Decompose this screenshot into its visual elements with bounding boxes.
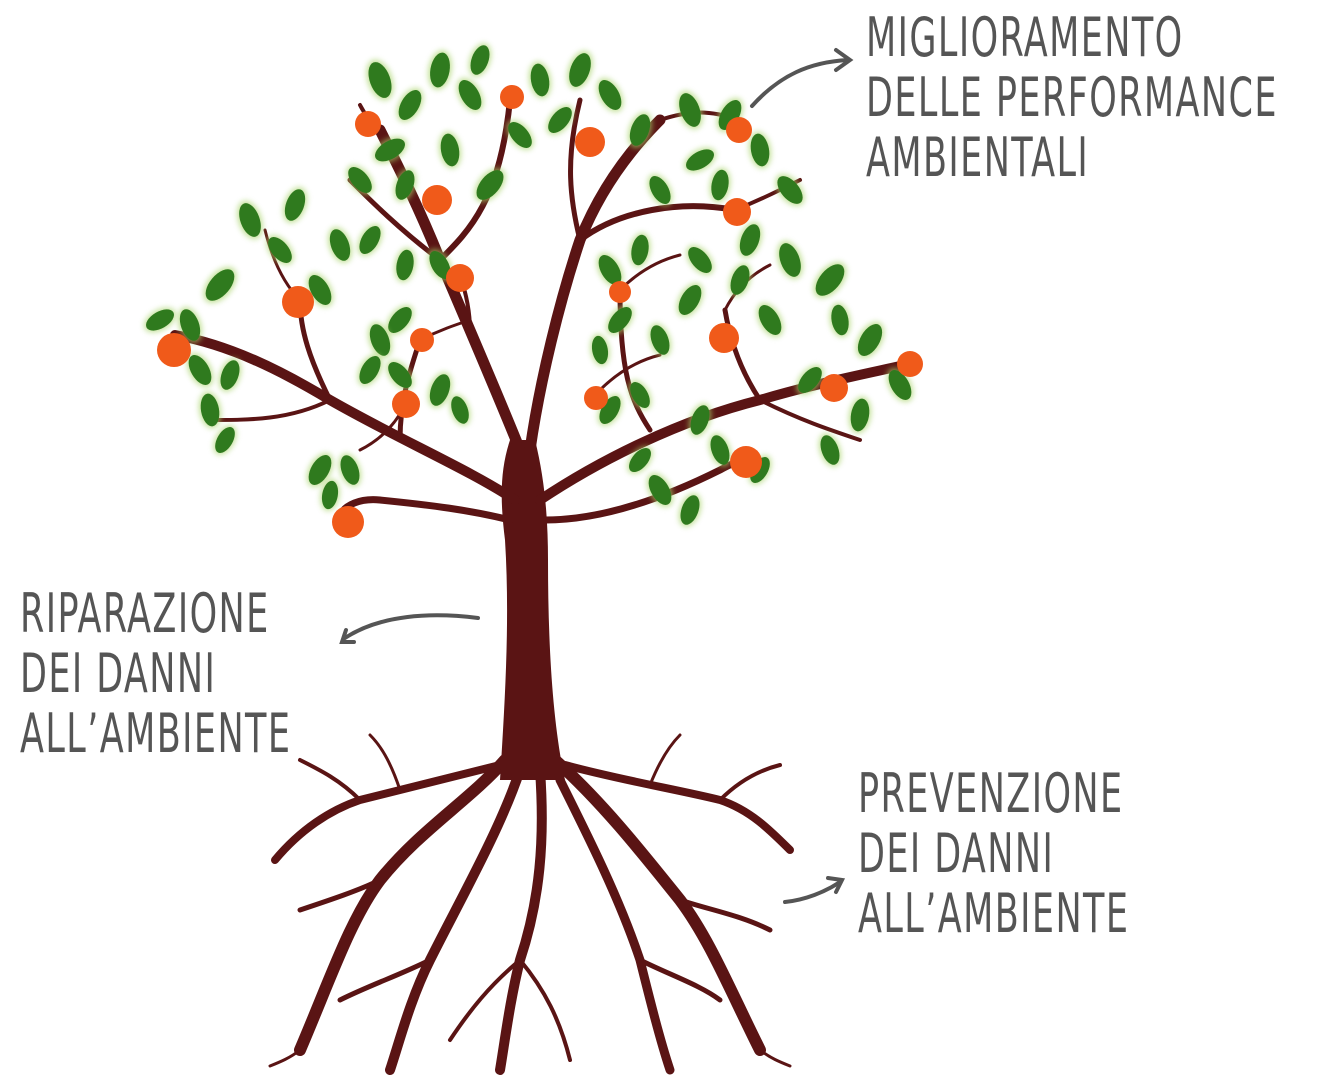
leaf bbox=[197, 261, 243, 309]
leaf bbox=[725, 260, 756, 300]
fruit bbox=[709, 323, 739, 353]
leaf bbox=[526, 60, 554, 100]
label-top-line3: AMBIENTALI bbox=[866, 128, 1278, 188]
fruit bbox=[730, 446, 762, 478]
leaf bbox=[645, 320, 676, 360]
fruit bbox=[584, 386, 608, 410]
leaf bbox=[446, 392, 475, 429]
fruit bbox=[410, 328, 434, 352]
leaf bbox=[468, 162, 511, 207]
leaf bbox=[436, 130, 464, 170]
label-damage-prevention: PREVENZIONE DEI DANNI ALL’AMBIENTE bbox=[858, 764, 1129, 944]
leaf bbox=[627, 231, 653, 269]
label-environmental-performance: MIGLIORAMENTO DELLE PERFORMANCE AMBIENTA… bbox=[866, 8, 1278, 188]
leaf bbox=[368, 131, 411, 168]
leaf bbox=[680, 143, 720, 178]
leaf bbox=[341, 160, 379, 200]
leaf bbox=[353, 220, 388, 260]
label-damage-repair: RIPARAZIONE DEI DANNI ALL’AMBIENTE bbox=[20, 584, 291, 764]
leaf bbox=[451, 73, 488, 116]
fruit bbox=[446, 264, 474, 292]
leaf bbox=[671, 278, 708, 321]
label-top-line1: MIGLIORAMENTO bbox=[866, 8, 1278, 68]
label-middle-line3: ALL’AMBIENTE bbox=[20, 704, 291, 764]
label-top-line2: DELLE PERFORMANCE bbox=[866, 68, 1278, 128]
leaf bbox=[815, 430, 846, 470]
leaf bbox=[846, 395, 874, 435]
leaf bbox=[232, 197, 267, 242]
leaf bbox=[672, 87, 707, 132]
fruit bbox=[282, 286, 314, 318]
fruit bbox=[575, 127, 605, 157]
arrow-top bbox=[752, 50, 850, 106]
leaf bbox=[323, 224, 356, 266]
leaf bbox=[425, 48, 455, 91]
leaf bbox=[681, 240, 719, 280]
leaf bbox=[827, 301, 853, 339]
fruit bbox=[820, 374, 848, 402]
leaf bbox=[562, 47, 597, 92]
label-middle-line2: DEI DANNI bbox=[20, 644, 291, 704]
label-bottom-line3: ALL’AMBIENTE bbox=[858, 884, 1129, 944]
fruit bbox=[355, 111, 381, 137]
leaf bbox=[675, 490, 706, 530]
fruit bbox=[422, 185, 452, 215]
leaf bbox=[643, 170, 678, 210]
leaf bbox=[392, 246, 418, 284]
arrow-middle bbox=[342, 615, 478, 642]
label-bottom-line1: PREVENZIONE bbox=[858, 764, 1129, 824]
leaf bbox=[772, 237, 807, 282]
leaf bbox=[278, 184, 311, 226]
fruit bbox=[332, 506, 364, 538]
roots bbox=[270, 735, 790, 1070]
leaf bbox=[215, 355, 246, 395]
leaf bbox=[335, 450, 366, 490]
fruit bbox=[609, 281, 631, 303]
fruit bbox=[897, 351, 923, 377]
leaf bbox=[850, 317, 890, 363]
leaf bbox=[807, 256, 853, 304]
fruit bbox=[726, 117, 752, 143]
arrow-bottom bbox=[785, 878, 842, 902]
leaf bbox=[751, 298, 788, 341]
label-bottom-line2: DEI DANNI bbox=[858, 824, 1129, 884]
leaf bbox=[391, 83, 428, 126]
leaf bbox=[361, 56, 398, 104]
leaf bbox=[591, 73, 628, 116]
fruit bbox=[157, 333, 191, 367]
leaf bbox=[588, 332, 612, 367]
fruit bbox=[723, 198, 751, 226]
fruit bbox=[500, 85, 524, 109]
leaf bbox=[196, 390, 224, 430]
label-middle-line1: RIPARAZIONE bbox=[20, 584, 291, 644]
leaf bbox=[707, 166, 733, 204]
leaf bbox=[465, 40, 496, 80]
fruit bbox=[392, 390, 420, 418]
